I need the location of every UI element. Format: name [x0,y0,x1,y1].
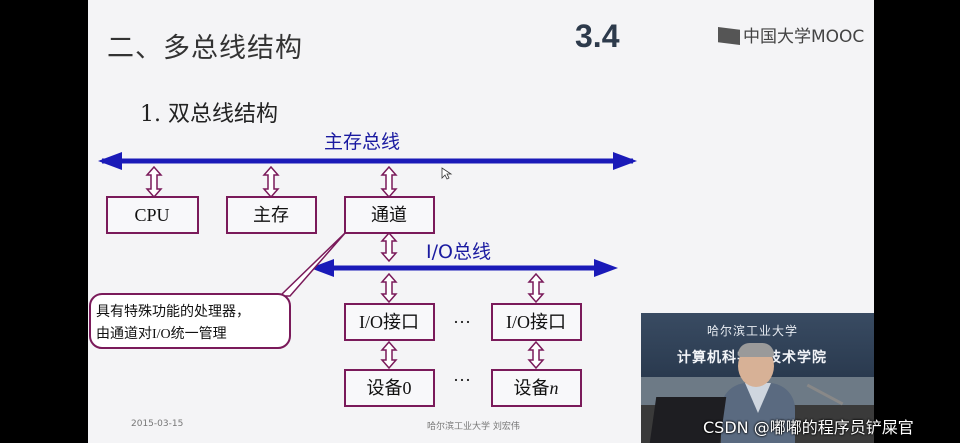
io-interface-2-box: I/O接口 [491,303,582,341]
slide: 二、多总线结构 3.4 中国大学MOOC 1. 双总线结构 主存总线 I/O总线 [88,0,874,443]
device-0-box: 设备0 [344,369,435,407]
section-number: 3.4 [575,18,620,54]
main-memory-bus: 主存总线 [98,131,637,170]
callout-line-2: 由通道对I/O统一管理 [96,326,227,342]
io-interface-1-label: I/O接口 [359,312,419,332]
io-interface-1-connector [380,272,398,304]
mooc-brand: 中国大学MOOC [718,22,864,47]
lecturer-video: 哈尔滨工业大学 计算机科学与技术学院 [641,313,874,443]
device-0-connector [380,340,398,370]
csdn-watermark: CSDN @嘟嘟的程序员铲屎官 [703,418,914,437]
memory-connector [262,165,280,199]
io-interface-2-connector [527,272,545,304]
lecturer-hair [738,343,774,357]
interface-ellipsis: ··· [453,312,471,332]
memory-box: 主存 [226,196,317,234]
main-bus-label: 主存总线 [324,131,400,153]
io-interface-2-label: I/O接口 [506,312,566,332]
footer-org: 哈尔滨工业大学 刘宏伟 [427,422,520,432]
device-n-label: 设备n [514,378,559,398]
slide-subtitle: 1. 双总线结构 [140,102,278,127]
memory-label: 主存 [253,205,289,225]
channel-callout: 具有特殊功能的处理器， 由通道对I/O统一管理 [89,231,347,349]
main-bus-arrow-right [613,152,637,170]
channel-box: 通道 [344,196,435,234]
device-n-connector [527,340,545,370]
callout-line-1: 具有特殊功能的处理器， [96,304,250,320]
mouse-cursor-icon [441,167,453,180]
main-bus-arrow-left [98,152,122,170]
cpu-box: CPU [106,196,199,234]
video-banner-line-1: 哈尔滨工业大学 [707,324,799,338]
channel-main-connector [380,165,398,199]
channel-label: 通道 [371,205,407,225]
device-n-box: 设备n [491,369,582,407]
footer-date: 2015-03-15 [131,419,184,429]
microphone [806,383,844,406]
channel-io-connector [380,231,398,263]
connector-arrows [145,165,545,370]
io-bus-label: I/O总线 [426,241,491,263]
io-interface-1-box: I/O接口 [344,303,435,341]
io-bus: I/O总线 [310,241,618,277]
device-0-label: 设备0 [367,378,412,398]
mooc-logo-icon [718,27,740,45]
io-bus-arrow-right [594,259,618,277]
device-ellipsis: ··· [453,370,471,390]
io-bus-arrow-left [310,259,334,277]
cpu-label: CPU [134,205,169,225]
mooc-brand-text: 中国大学MOOC [743,27,865,47]
slide-title: 二、多总线结构 [107,33,303,64]
cpu-connector [145,165,163,199]
callout-box [89,293,291,349]
callout-pointer [278,231,347,297]
dual-bus-diagram: 主存总线 I/O总线 CPU 主存 [89,131,637,407]
